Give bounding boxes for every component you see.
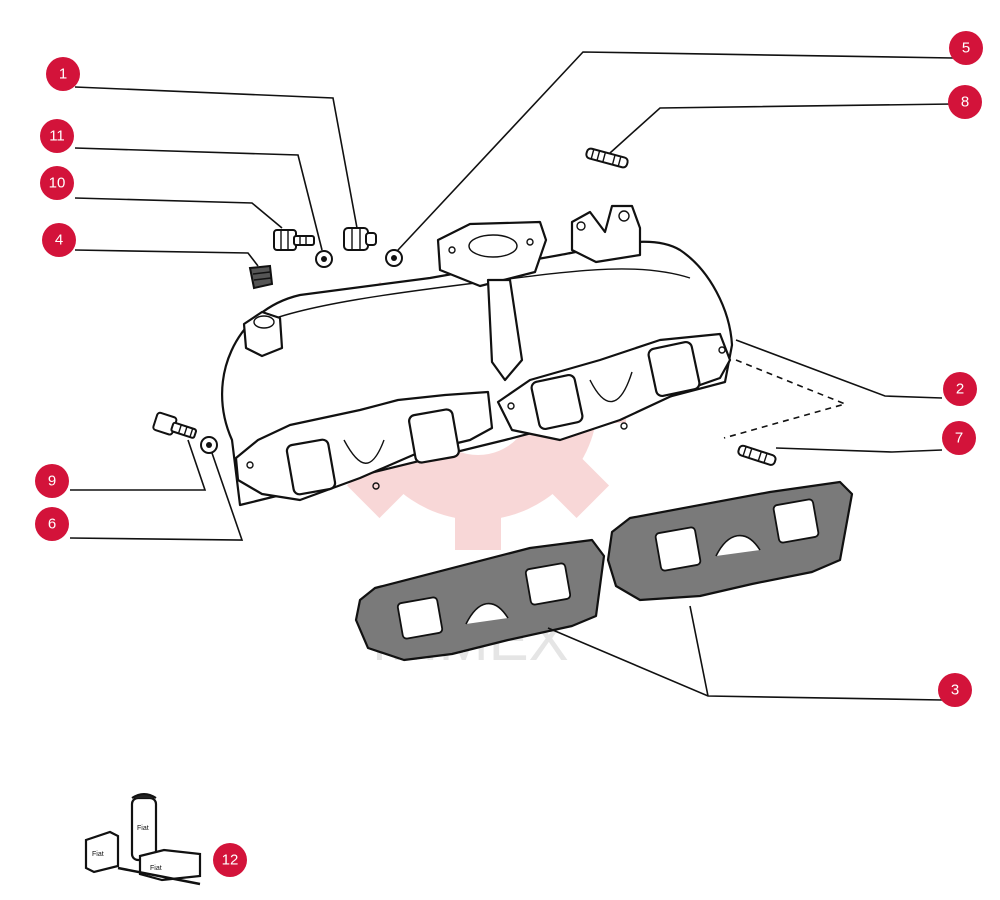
nut-icon-1 xyxy=(343,227,377,251)
callout-1[interactable]: 1 xyxy=(46,57,80,91)
bolt-icon-10 xyxy=(273,229,315,251)
leader-lines xyxy=(69,51,954,701)
callout-3-label: 3 xyxy=(951,682,959,699)
callout-8[interactable]: 8 xyxy=(948,85,982,119)
leader-9 xyxy=(70,439,207,491)
exhaust-manifold-icon xyxy=(221,204,734,507)
callout-4[interactable]: 4 xyxy=(42,223,76,257)
leader-2 xyxy=(735,339,943,399)
callout-1-label: 1 xyxy=(59,66,67,83)
leader-5 xyxy=(397,51,954,251)
callout-9[interactable]: 9 xyxy=(35,464,69,498)
callout-2-label: 2 xyxy=(956,381,964,398)
manifold-gasket-icon xyxy=(354,480,854,662)
callout-12[interactable]: 12 xyxy=(213,843,247,877)
kit-tube-label: Fiat xyxy=(137,825,149,832)
sealant-kit-icon: Fiat Fiat Fiat xyxy=(84,793,202,886)
leader-8 xyxy=(609,103,954,154)
leader-11 xyxy=(74,147,323,251)
callout-5[interactable]: 5 xyxy=(949,31,983,65)
callout-10[interactable]: 10 xyxy=(40,166,74,200)
leader-7 xyxy=(775,447,943,453)
callout-6-label: 6 xyxy=(48,516,56,533)
bolt-icon-9 xyxy=(152,411,197,439)
leader-1 xyxy=(74,86,358,229)
callout-6[interactable]: 6 xyxy=(35,507,69,541)
leader-2-dashed xyxy=(723,359,848,439)
callout-4-label: 4 xyxy=(55,232,63,249)
callout-9-label: 9 xyxy=(48,473,56,490)
stud-icon-7 xyxy=(737,444,777,466)
washer-icon-11 xyxy=(315,250,333,268)
kit-box-left-label: Fiat xyxy=(92,851,104,858)
callout-10-label: 10 xyxy=(49,175,66,192)
callout-5-label: 5 xyxy=(962,40,970,57)
washer-icon-6 xyxy=(200,436,218,454)
callout-2[interactable]: 2 xyxy=(943,372,977,406)
callout-7-label: 7 xyxy=(955,430,963,447)
stud-icon-8 xyxy=(585,147,629,169)
callout-8-label: 8 xyxy=(961,94,969,111)
kit-box-right-label: Fiat xyxy=(150,865,162,872)
callout-12-label: 12 xyxy=(222,852,239,869)
callout-11-label: 11 xyxy=(49,128,65,145)
callout-7[interactable]: 7 xyxy=(942,421,976,455)
leader-10 xyxy=(74,197,283,229)
leader-3 xyxy=(547,605,943,701)
leader-6 xyxy=(69,452,244,541)
callout-11[interactable]: 11 xyxy=(40,119,74,153)
washer-icon-5 xyxy=(385,249,403,267)
callout-3[interactable]: 3 xyxy=(938,673,972,707)
plug-icon-4 xyxy=(248,264,274,290)
leader-4 xyxy=(74,249,259,267)
